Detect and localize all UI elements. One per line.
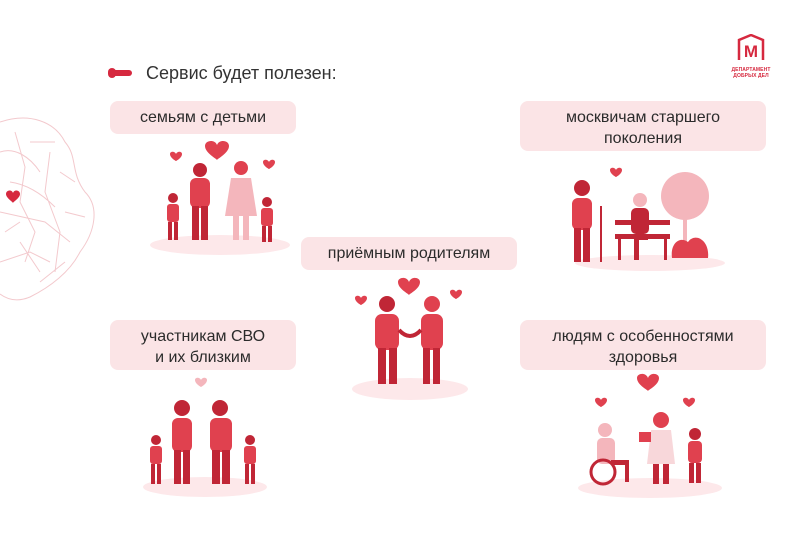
- family-illustration: [150, 140, 290, 255]
- heading-text: Сервис будет полезен:: [146, 62, 337, 83]
- bullet-marker: [108, 68, 132, 78]
- pill-disabilities: людям с особенностями здоровья: [520, 320, 766, 370]
- heart-icon: [637, 373, 659, 391]
- logo-caption-line2: ДОБРЫХ ДЕЛ: [733, 73, 769, 79]
- pill-foster-parents: приёмным родителям: [301, 237, 517, 270]
- heart-icon: [355, 295, 367, 305]
- heart-icon: [683, 397, 695, 407]
- logo-caption-line1: ДЕПАРТАМЕНТ: [731, 67, 771, 73]
- section-heading: Сервис будет полезен:: [108, 60, 337, 86]
- heart-icon: [610, 167, 622, 177]
- logo: М ДЕПАРТАМЕНТ ДОБРЫХ ДЕЛ: [730, 33, 772, 79]
- heart-icon: [205, 140, 229, 160]
- logo-icon: М: [737, 33, 765, 61]
- moscow-map-icon: [0, 117, 95, 301]
- foster-parents-illustration: [352, 277, 468, 400]
- heart-icon: [595, 397, 607, 407]
- svo-family-illustration: [143, 377, 267, 497]
- heart-icon: [6, 190, 20, 203]
- logo-letter: М: [744, 42, 758, 61]
- heart-icon: [195, 377, 207, 387]
- heart-icon: [170, 151, 182, 161]
- heart-icon: [263, 159, 275, 169]
- disabilities-illustration: [578, 373, 722, 498]
- pill-families: семьям с детьми: [110, 101, 296, 134]
- seniors-illustration: [572, 167, 725, 271]
- pill-seniors: москвичам старшего поколения: [520, 101, 766, 151]
- heart-icon: [450, 289, 462, 299]
- pill-svo: участникам СВО и их близким: [110, 320, 296, 370]
- heart-icon: [398, 277, 420, 295]
